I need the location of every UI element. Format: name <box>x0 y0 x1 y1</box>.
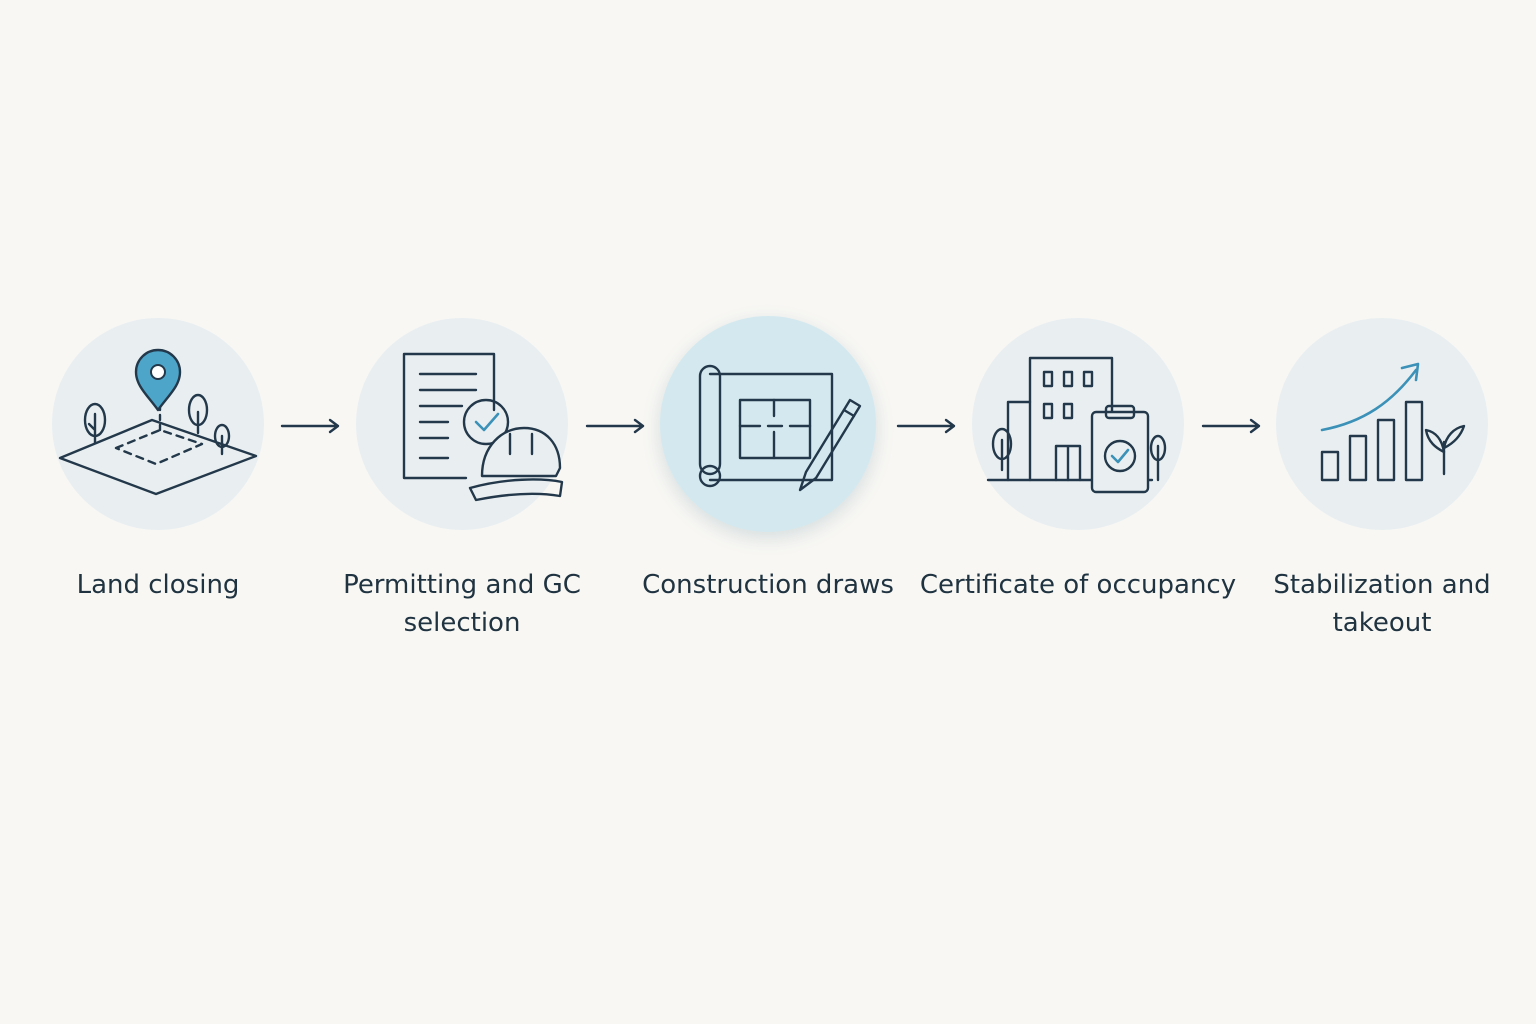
step-label: Land closing <box>76 570 240 600</box>
step-icon-circle <box>356 318 568 530</box>
growth-bar-chart-icon <box>1320 362 1466 482</box>
land-parcel-map-pin-icon <box>58 348 258 496</box>
step-icon-circle <box>1276 318 1488 530</box>
step-icon-circle <box>972 318 1184 530</box>
step-label: Permitting and GC selection <box>343 570 581 638</box>
arrow-right-icon <box>280 418 340 434</box>
step-icon-circle <box>52 318 264 530</box>
step-label: Stabilization and takeout <box>1273 570 1491 638</box>
arrow-right-icon <box>1201 418 1261 434</box>
arrow-right-icon <box>896 418 956 434</box>
building-clipboard-check-icon <box>986 356 1167 494</box>
step-label: Certificate of occupancy <box>919 570 1237 600</box>
blueprint-pencil-icon <box>698 364 862 492</box>
permit-document-hardhat-icon <box>402 352 564 502</box>
arrow-right-icon <box>585 418 645 434</box>
step-icon-circle-highlighted <box>660 316 876 532</box>
step-label: Construction draws <box>642 570 894 600</box>
